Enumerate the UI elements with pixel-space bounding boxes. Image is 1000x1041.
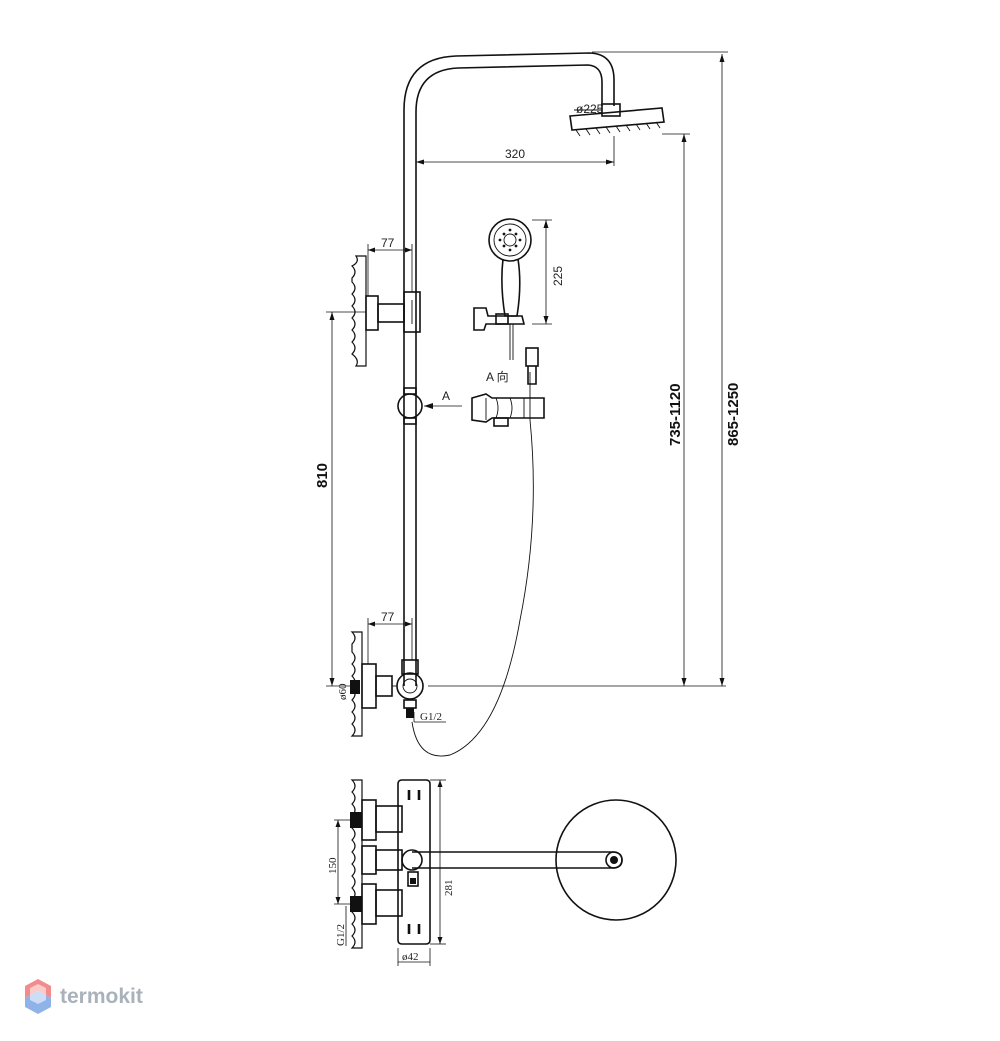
upper-wall-bracket [350, 255, 421, 367]
lower-offset-label: 77 [381, 610, 395, 624]
outlet-height-label: 735-1120 [667, 383, 684, 446]
section-a-holder [471, 393, 545, 427]
shower-riser [403, 52, 615, 686]
termokit-logo-icon [25, 979, 51, 1014]
total-height-dimension [592, 51, 728, 686]
head-diameter-label: ø225 [576, 102, 604, 116]
body-diameter-dimension [397, 948, 431, 966]
top-view-shower-head [555, 799, 677, 921]
flange-diameter-label: ø60 [337, 683, 349, 700]
upper-offset-dimension [367, 244, 413, 296]
upper-offset-label: 77 [381, 236, 395, 250]
top-view-valve-body [350, 779, 431, 949]
inlet-spacing-label: 150 [327, 857, 339, 874]
bracket-spacing-label: 810 [314, 463, 331, 488]
rain-shower-head [569, 103, 665, 137]
inlet-thread-bottom-label: G1/2 [335, 924, 347, 946]
lower-offset-dimension [367, 618, 413, 664]
inlet-thread-leader [413, 712, 446, 723]
hose [411, 324, 539, 757]
inlet-thread-label: G1/2 [420, 711, 442, 723]
brand-logo: termokit [25, 979, 143, 1014]
hand-shower-length-dimension [532, 219, 552, 325]
body-diameter-label: ø42 [402, 951, 419, 963]
inlet-spacing-dimension [334, 819, 352, 905]
sliding-holder [397, 387, 423, 425]
body-height-dimension [430, 779, 446, 945]
section-a-label: A [442, 389, 450, 403]
total-height-label: 865-1250 [725, 383, 742, 446]
section-a-direction-label: A 向 [486, 369, 509, 384]
arm-reach-label: 320 [505, 147, 525, 161]
section-a-arrow [424, 403, 462, 409]
hand-shower-length-label: 225 [551, 266, 565, 286]
arm-reach-dimension [416, 136, 615, 166]
bracket-spacing-dimension [326, 311, 366, 687]
hand-shower [488, 218, 532, 317]
brand-name: termokit [60, 985, 143, 1008]
body-height-label: 281 [443, 880, 455, 897]
top-view-arm [401, 849, 623, 871]
hand-shower-bracket [473, 307, 526, 331]
lower-wall-bracket [350, 631, 424, 737]
outlet-height-dimension [428, 133, 726, 687]
